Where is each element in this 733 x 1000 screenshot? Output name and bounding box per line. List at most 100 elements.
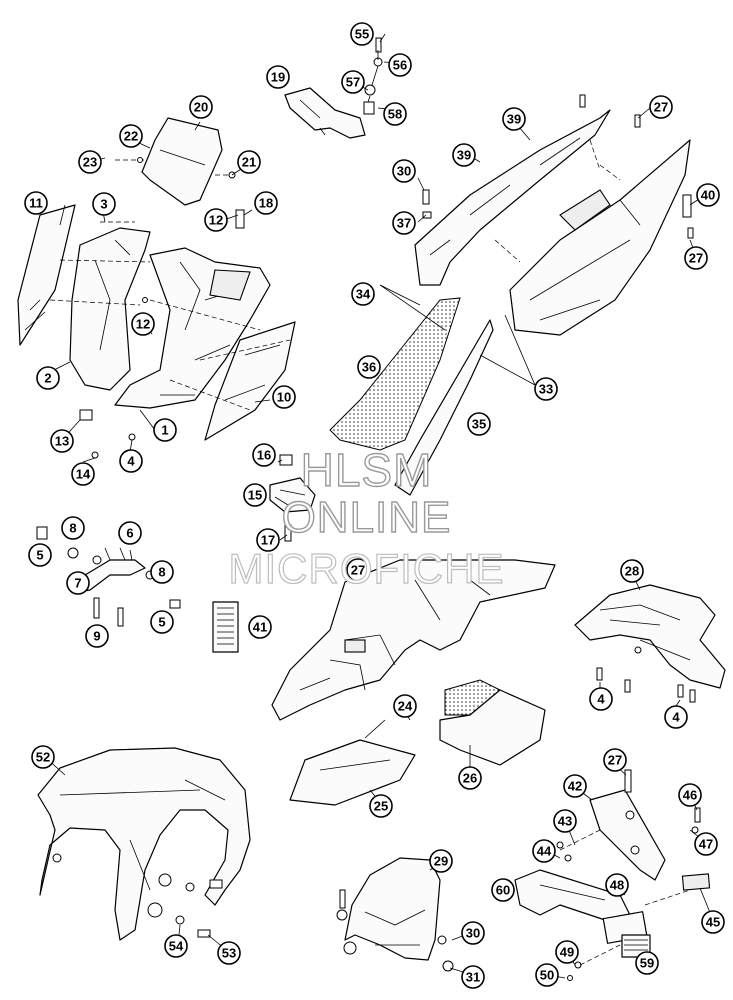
callout-53[interactable]: 53 xyxy=(217,941,241,965)
part-25-plate xyxy=(289,739,416,806)
svg-text:36: 36 xyxy=(362,360,376,375)
callout-47[interactable]: 47 xyxy=(694,832,718,856)
callout-43[interactable]: 43 xyxy=(553,809,577,833)
svg-text:15: 15 xyxy=(248,488,262,503)
callout-20[interactable]: 20 xyxy=(189,95,213,119)
callout-55[interactable]: 55 xyxy=(350,22,374,46)
callout-59[interactable]: 59 xyxy=(635,951,659,975)
callout-36[interactable]: 36 xyxy=(357,355,381,379)
svg-text:29: 29 xyxy=(434,854,448,869)
callout-31[interactable]: 31 xyxy=(461,965,485,989)
callout-14[interactable]: 14 xyxy=(71,462,95,486)
callout-33[interactable]: 33 xyxy=(534,377,558,401)
svg-text:4: 4 xyxy=(597,692,605,707)
part-52-front-fender xyxy=(37,747,251,941)
svg-text:49: 49 xyxy=(560,945,574,960)
callout-50[interactable]: 50 xyxy=(535,963,559,987)
callout-45[interactable]: 45 xyxy=(701,910,725,934)
callout-34[interactable]: 34 xyxy=(351,282,375,306)
callout-8[interactable]: 8 xyxy=(150,560,174,584)
callout-27[interactable]: 27 xyxy=(603,748,627,772)
callout-11[interactable]: 11 xyxy=(24,191,48,215)
callout-22[interactable]: 22 xyxy=(119,124,143,148)
callout-40[interactable]: 40 xyxy=(696,183,720,207)
callout-27[interactable]: 27 xyxy=(346,558,370,582)
svg-text:16: 16 xyxy=(257,448,271,463)
callout-48[interactable]: 48 xyxy=(605,873,629,897)
svg-text:55: 55 xyxy=(355,27,369,42)
callout-5[interactable]: 5 xyxy=(28,543,52,567)
part-11-side-panel xyxy=(17,204,76,346)
callout-10[interactable]: 10 xyxy=(272,385,296,409)
svg-text:45: 45 xyxy=(706,915,720,930)
callout-5[interactable]: 5 xyxy=(150,610,174,634)
callout-18[interactable]: 18 xyxy=(254,191,278,215)
callout-27[interactable]: 27 xyxy=(649,95,673,119)
callout-4[interactable]: 4 xyxy=(119,449,143,473)
callout-46[interactable]: 46 xyxy=(678,783,702,807)
callout-2[interactable]: 2 xyxy=(36,366,60,390)
part-42-bracket-plate xyxy=(589,789,666,881)
callout-21[interactable]: 21 xyxy=(237,150,261,174)
svg-text:9: 9 xyxy=(93,629,100,644)
part-20-windscreen xyxy=(141,117,223,206)
callout-8[interactable]: 8 xyxy=(61,516,85,540)
callout-60[interactable]: 60 xyxy=(491,878,515,902)
svg-text:30: 30 xyxy=(466,926,480,941)
svg-text:52: 52 xyxy=(36,750,50,765)
callout-3[interactable]: 3 xyxy=(92,192,116,216)
callout-12[interactable]: 12 xyxy=(204,208,228,232)
callout-35[interactable]: 35 xyxy=(467,412,491,436)
callout-52[interactable]: 52 xyxy=(31,745,55,769)
callout-24[interactable]: 24 xyxy=(393,694,417,718)
callout-13[interactable]: 13 xyxy=(50,429,74,453)
watermark-line-2: ONLINE xyxy=(281,492,452,542)
callout-37[interactable]: 37 xyxy=(392,211,416,235)
callout-15[interactable]: 15 xyxy=(243,483,267,507)
svg-text:35: 35 xyxy=(472,417,486,432)
callout-1[interactable]: 1 xyxy=(153,418,177,442)
callout-58[interactable]: 58 xyxy=(383,102,407,126)
callout-39[interactable]: 39 xyxy=(452,143,476,167)
svg-text:4: 4 xyxy=(127,454,135,469)
svg-text:19: 19 xyxy=(271,70,285,85)
callout-29[interactable]: 29 xyxy=(429,849,453,873)
callout-9[interactable]: 9 xyxy=(85,624,109,648)
part-59-reflector xyxy=(621,934,651,958)
callout-30[interactable]: 30 xyxy=(461,921,485,945)
svg-text:39: 39 xyxy=(457,148,471,163)
svg-text:56: 56 xyxy=(393,58,407,73)
callout-30[interactable]: 30 xyxy=(392,159,416,183)
callout-49[interactable]: 49 xyxy=(555,940,579,964)
callout-56[interactable]: 56 xyxy=(388,53,412,77)
callout-54[interactable]: 54 xyxy=(164,934,188,958)
callout-41[interactable]: 41 xyxy=(248,615,272,639)
callout-4[interactable]: 4 xyxy=(589,687,613,711)
callout-4[interactable]: 4 xyxy=(664,705,688,729)
callout-27[interactable]: 27 xyxy=(684,246,708,270)
callout-39[interactable]: 39 xyxy=(502,107,526,131)
svg-text:60: 60 xyxy=(496,883,510,898)
svg-text:24: 24 xyxy=(398,699,413,714)
svg-text:28: 28 xyxy=(625,564,639,579)
svg-text:44: 44 xyxy=(537,844,552,859)
watermark-line-1: HLSM xyxy=(300,443,433,496)
callout-25[interactable]: 25 xyxy=(369,794,393,818)
callout-7[interactable]: 7 xyxy=(66,571,90,595)
callout-6[interactable]: 6 xyxy=(118,521,142,545)
callout-12[interactable]: 12 xyxy=(131,312,155,336)
callout-57[interactable]: 57 xyxy=(341,70,365,94)
callout-26[interactable]: 26 xyxy=(458,766,482,790)
callout-19[interactable]: 19 xyxy=(266,65,290,89)
rear-cowl-group xyxy=(329,94,694,496)
callout-16[interactable]: 16 xyxy=(252,443,276,467)
callout-23[interactable]: 23 xyxy=(78,150,102,174)
callout-42[interactable]: 42 xyxy=(563,774,587,798)
callout-17[interactable]: 17 xyxy=(256,528,280,552)
part-19-bracket xyxy=(284,37,383,139)
callout-28[interactable]: 28 xyxy=(620,559,644,583)
callout-44[interactable]: 44 xyxy=(532,839,556,863)
svg-text:11: 11 xyxy=(29,196,43,211)
svg-text:17: 17 xyxy=(261,533,275,548)
